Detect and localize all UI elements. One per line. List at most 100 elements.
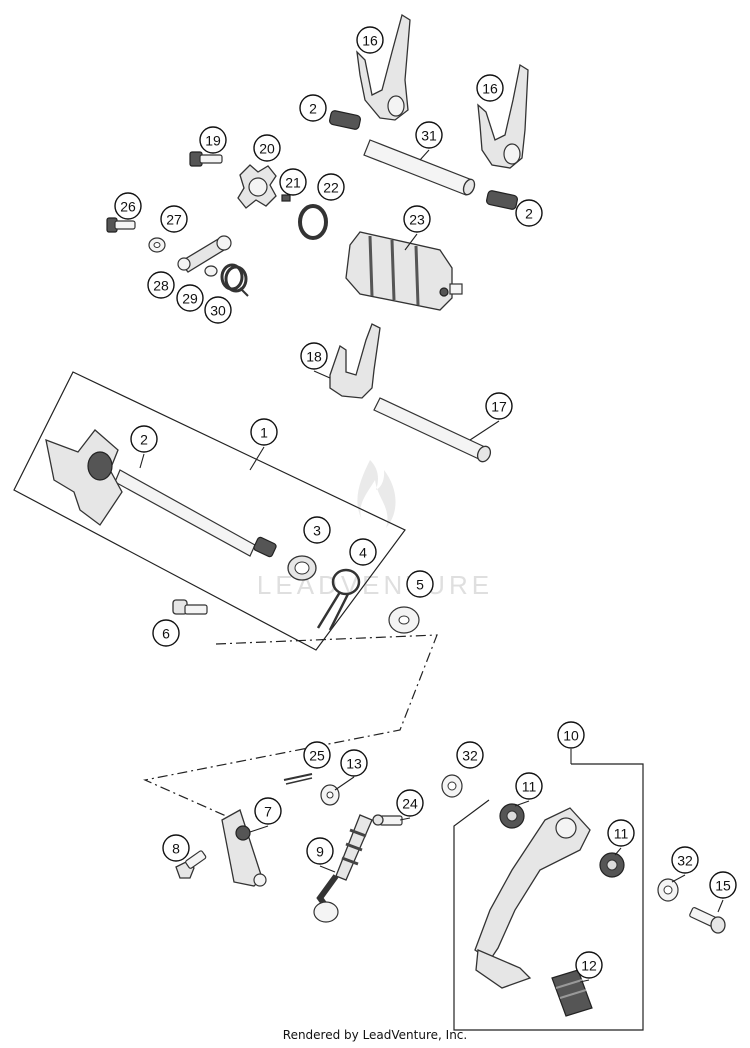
callout-circle <box>557 721 585 749</box>
shift-lever-part <box>221 809 267 887</box>
callout-circle <box>607 819 635 847</box>
callout-2: 2 <box>299 94 327 122</box>
callout-number: 27 <box>166 212 182 228</box>
callout-circle <box>575 951 603 979</box>
callout-15: 15 <box>709 871 737 899</box>
callout-4: 4 <box>349 538 377 566</box>
bolt-part <box>189 151 223 167</box>
shift-fork-part <box>356 13 411 121</box>
callout-number: 20 <box>259 141 275 157</box>
bolt-part <box>689 907 726 934</box>
callout-circle <box>147 271 175 299</box>
shift-drum-part <box>345 231 463 311</box>
shift-drum-locating-part <box>237 164 277 209</box>
callout-circle <box>406 570 434 598</box>
callout-9: 9 <box>306 837 334 865</box>
callout-number: 4 <box>359 545 367 561</box>
callout-18: 18 <box>300 342 328 370</box>
callout-circle <box>303 516 331 544</box>
callout-13: 13 <box>340 749 368 777</box>
callout-6: 6 <box>152 619 180 647</box>
callout-32: 32 <box>456 741 484 769</box>
callout-circle <box>160 205 188 233</box>
callout-number: 26 <box>120 199 136 215</box>
callout-3: 3 <box>303 516 331 544</box>
callout-11: 11 <box>515 772 543 800</box>
bearing-part <box>499 803 525 829</box>
washer-part <box>204 265 218 277</box>
callout-11: 11 <box>607 819 635 847</box>
callout-number: 8 <box>172 841 180 857</box>
callout-number: 22 <box>323 180 339 196</box>
callout-circle <box>253 134 281 162</box>
callout-10: 10 <box>557 721 585 749</box>
locking-lever-part <box>177 235 232 273</box>
callout-22: 22 <box>317 173 345 201</box>
callout-circle <box>317 173 345 201</box>
leader-lines <box>139 149 724 983</box>
callout-circle <box>356 26 384 54</box>
callout-circle <box>152 619 180 647</box>
callout-circle <box>515 199 543 227</box>
callout-circle <box>199 126 227 154</box>
callout-number: 19 <box>205 133 221 149</box>
callout-number: 1 <box>260 425 268 441</box>
torsion-spring-part <box>220 263 249 297</box>
callout-24: 24 <box>396 789 424 817</box>
callout-circle <box>485 392 513 420</box>
callout-number: 18 <box>306 349 322 365</box>
shift-fork-part <box>477 63 529 169</box>
callout-26: 26 <box>114 192 142 220</box>
fork-shaft-part <box>373 397 492 463</box>
callout-5: 5 <box>406 570 434 598</box>
callout-circle <box>476 74 504 102</box>
callout-number: 31 <box>421 128 437 144</box>
callout-circle <box>114 192 142 220</box>
callout-number: 24 <box>402 796 418 812</box>
callout-25: 25 <box>303 741 331 769</box>
spring-part <box>329 110 361 130</box>
callout-2: 2 <box>130 425 158 453</box>
washer-part <box>388 606 420 634</box>
callout-number: 5 <box>416 577 424 593</box>
callout-circle <box>162 834 190 862</box>
callout-circle <box>254 797 282 825</box>
callout-circle <box>403 205 431 233</box>
leadventure-watermark: LEADVENTURE <box>257 460 489 600</box>
callout-number: 13 <box>346 756 362 772</box>
washer-part <box>657 878 679 902</box>
callout-23: 23 <box>403 205 431 233</box>
callout-circle <box>709 871 737 899</box>
callout-circle <box>671 846 699 874</box>
callout-7: 7 <box>254 797 282 825</box>
shift-shaft-part <box>45 429 277 558</box>
callout-number: 17 <box>491 399 507 415</box>
callout-circle <box>303 741 331 769</box>
callout-number: 28 <box>153 278 169 294</box>
spring-part <box>486 190 518 210</box>
callout-number: 16 <box>362 33 378 49</box>
bolt-part <box>106 217 136 233</box>
callout-number: 32 <box>677 853 693 869</box>
washer-part <box>441 774 463 798</box>
callout-circle <box>299 94 327 122</box>
shift-fork-part <box>329 323 381 399</box>
callout-number: 7 <box>264 804 272 820</box>
callout-circle <box>204 296 232 324</box>
group-outline-10 <box>453 763 644 1031</box>
callout-number: 30 <box>210 303 226 319</box>
callout-circle <box>456 741 484 769</box>
footer-credit: Rendered by LeadVenture, Inc. <box>282 1028 468 1042</box>
callout-number: 9 <box>316 844 324 860</box>
callout-number: 21 <box>285 175 301 191</box>
callout-31: 31 <box>415 121 443 149</box>
callout-circle <box>176 284 204 312</box>
callout-circle <box>279 168 307 196</box>
o-ring-part <box>298 204 328 240</box>
bearing-part <box>599 852 625 878</box>
washer-part <box>148 237 166 253</box>
callout-number: 12 <box>581 958 597 974</box>
callout-number: 3 <box>313 523 321 539</box>
callout-12: 12 <box>575 951 603 979</box>
